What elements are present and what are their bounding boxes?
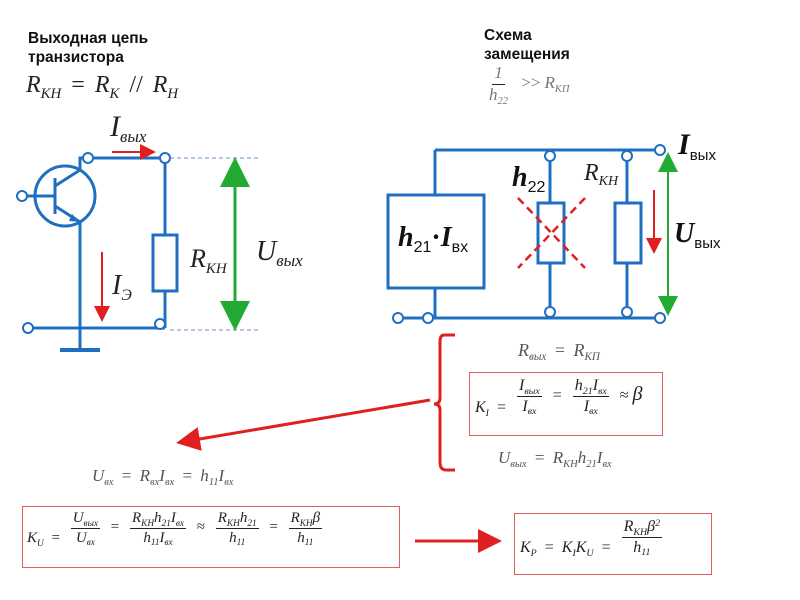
left-title-line1: Выходная цепь	[28, 30, 149, 47]
kp-box	[514, 513, 712, 575]
h22-cross-1	[517, 197, 586, 269]
collector-node	[82, 152, 94, 164]
right-title-line2: замещения	[484, 46, 570, 63]
label-source: h21·Iвх	[398, 222, 469, 257]
formula-uin: Uвх = RвхIвх = h11Iвх	[92, 466, 234, 488]
formula-rkn: RКН = RК // RН	[26, 72, 179, 102]
arrow-to-ku	[176, 398, 431, 451]
label-i-out-left: Iвых	[110, 110, 147, 147]
node-bottom-rkn	[621, 306, 633, 318]
right-title: Схема замещения	[484, 26, 570, 64]
output-top-node	[159, 152, 171, 164]
formula-rout: Rвых = RКП	[518, 340, 600, 364]
left-title-line2: транзистора	[28, 49, 124, 66]
label-u-out-right: Uвых	[674, 218, 721, 252]
left-title: Выходная цепь транзистора	[28, 29, 148, 67]
label-rkn-right: RКН	[584, 160, 619, 190]
label-i-e: IЭ	[112, 270, 132, 305]
node-top-rkn	[621, 150, 633, 162]
label-i-out-right: Iвых	[678, 128, 716, 164]
formula-uout: Uвых = RКНh21Iвх	[498, 448, 612, 470]
ground-left-terminal	[22, 322, 34, 334]
node-top-h22	[544, 150, 556, 162]
label-h22: h22	[512, 162, 546, 197]
right-title-line1: Схема	[484, 27, 532, 44]
ku-box	[22, 506, 400, 568]
collector-wire	[78, 156, 165, 170]
ki-box	[469, 372, 663, 436]
h22-resistor	[536, 201, 566, 265]
node-top-out	[654, 144, 666, 156]
rkn-resistor	[613, 201, 643, 265]
label-u-out-left: Uвых	[256, 236, 303, 271]
base-terminal	[16, 190, 28, 202]
equivalent-circuit	[386, 144, 678, 324]
node-bottom-in1	[392, 312, 404, 324]
output-bottom-node	[154, 318, 166, 330]
node-bottom-in2	[422, 312, 434, 324]
node-bottom-h22	[544, 306, 556, 318]
label-r-kn-left: RКН	[190, 244, 227, 277]
node-bottom-out	[654, 312, 666, 324]
emitter-arrow	[69, 214, 80, 222]
left-output-circuit	[16, 144, 258, 352]
h22-cross-2	[517, 197, 586, 269]
collector-lead	[54, 168, 81, 188]
result-brace	[433, 333, 455, 472]
load-resistor	[151, 233, 179, 293]
